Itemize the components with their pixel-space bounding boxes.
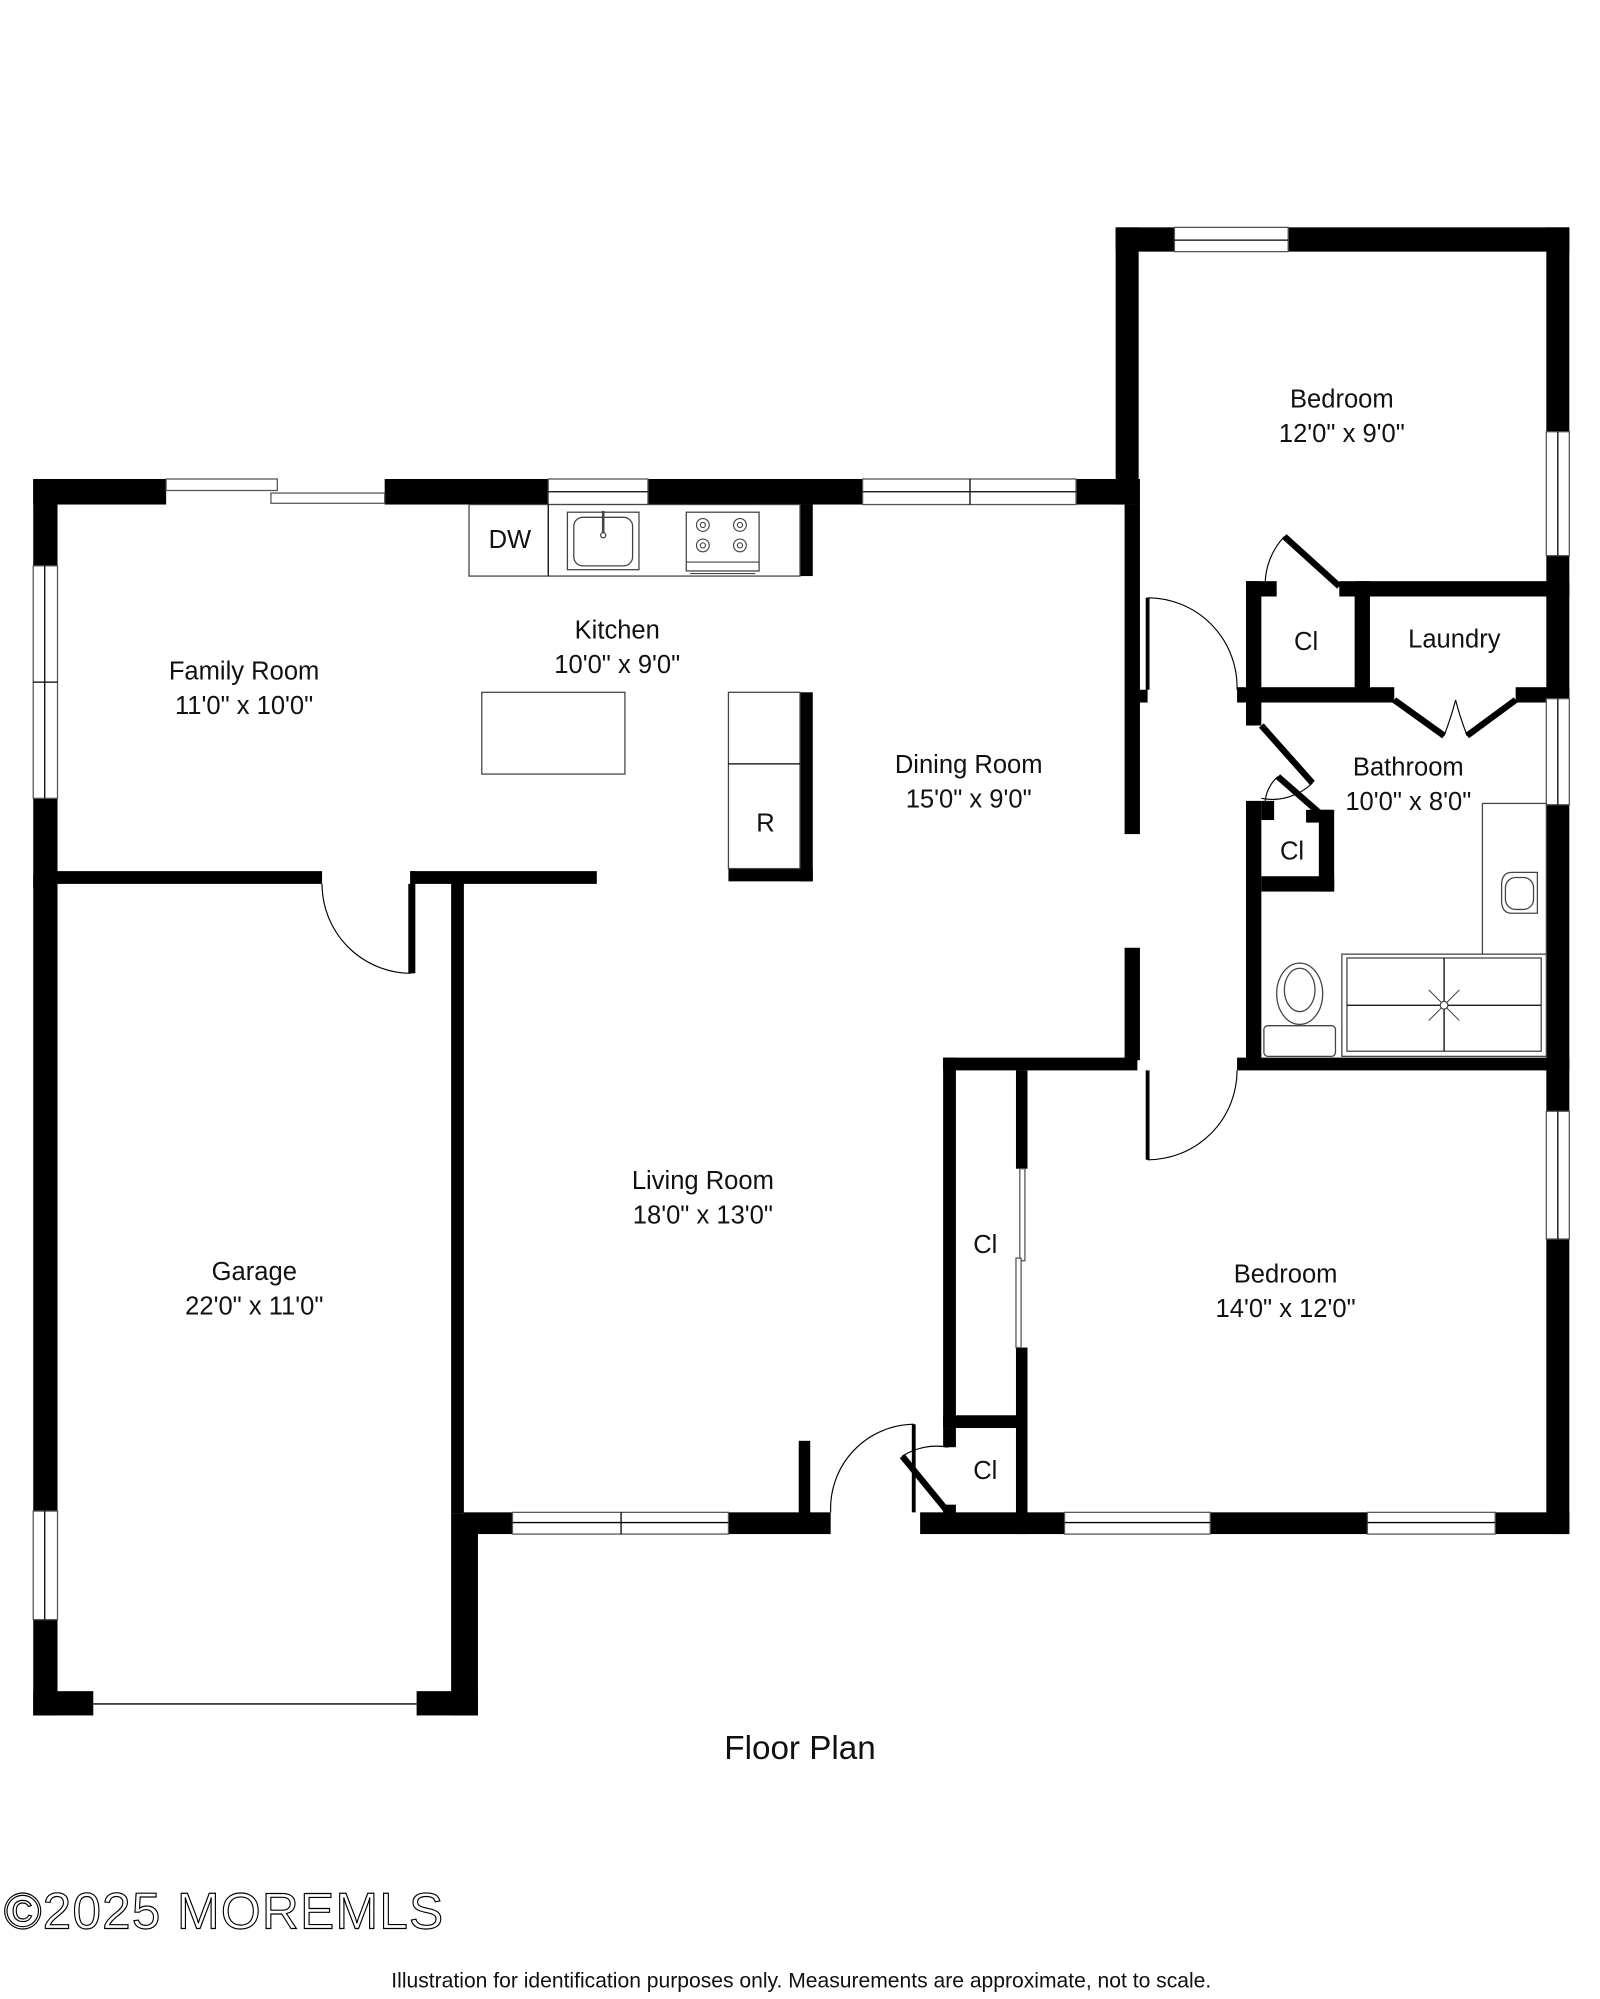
copyright-watermark: ©2025 MOREMLS: [4, 1883, 445, 1940]
bedroom-1-size: 12'0" x 9'0": [1279, 420, 1405, 448]
kitchen-name: Kitchen: [575, 617, 660, 645]
bedroom-1-name: Bedroom: [1290, 385, 1394, 413]
bathroom-fixtures: [1263, 802, 1547, 1057]
bathroom-name: Bathroom: [1353, 753, 1464, 781]
living-room-name: Living Room: [632, 1167, 774, 1195]
dining-room-size: 15'0" x 9'0": [906, 785, 1032, 813]
floor-plan-title: Floor Plan: [724, 1730, 875, 1767]
garage-name: Garage: [212, 1258, 297, 1286]
disclaimer-text: Illustration for identification purposes…: [391, 1970, 1211, 1993]
bedroom-2-size: 14'0" x 12'0": [1216, 1295, 1356, 1323]
closet-bathroom-label: Cl: [1280, 838, 1304, 866]
garage-size: 22'0" x 11'0": [185, 1292, 323, 1320]
bathroom-size: 10'0" x 8'0": [1345, 788, 1471, 816]
windows: [32, 226, 1570, 1705]
dining-room-name: Dining Room: [895, 751, 1043, 779]
family-room-size: 11'0" x 10'0": [175, 692, 313, 720]
closet-bedroom-1-label: Cl: [1294, 628, 1318, 656]
kitchen-fixtures: [468, 503, 801, 870]
walls: [33, 227, 1570, 1716]
bedroom-2-name: Bedroom: [1234, 1260, 1338, 1288]
family-room-name: Family Room: [169, 658, 320, 686]
kitchen-size: 10'0" x 9'0": [554, 651, 680, 679]
room-labels: Family Room 11'0" x 10'0" Kitchen 10'0" …: [169, 385, 1501, 1485]
closet-entry-label: Cl: [973, 1457, 997, 1485]
refrigerator-label: R: [756, 810, 774, 838]
living-room-size: 18'0" x 13'0": [633, 1202, 773, 1230]
doors: [321, 534, 1518, 1515]
closet-bedroom-2-label: Cl: [973, 1231, 997, 1259]
laundry-name: Laundry: [1408, 626, 1501, 654]
dishwasher-label: DW: [489, 526, 532, 554]
